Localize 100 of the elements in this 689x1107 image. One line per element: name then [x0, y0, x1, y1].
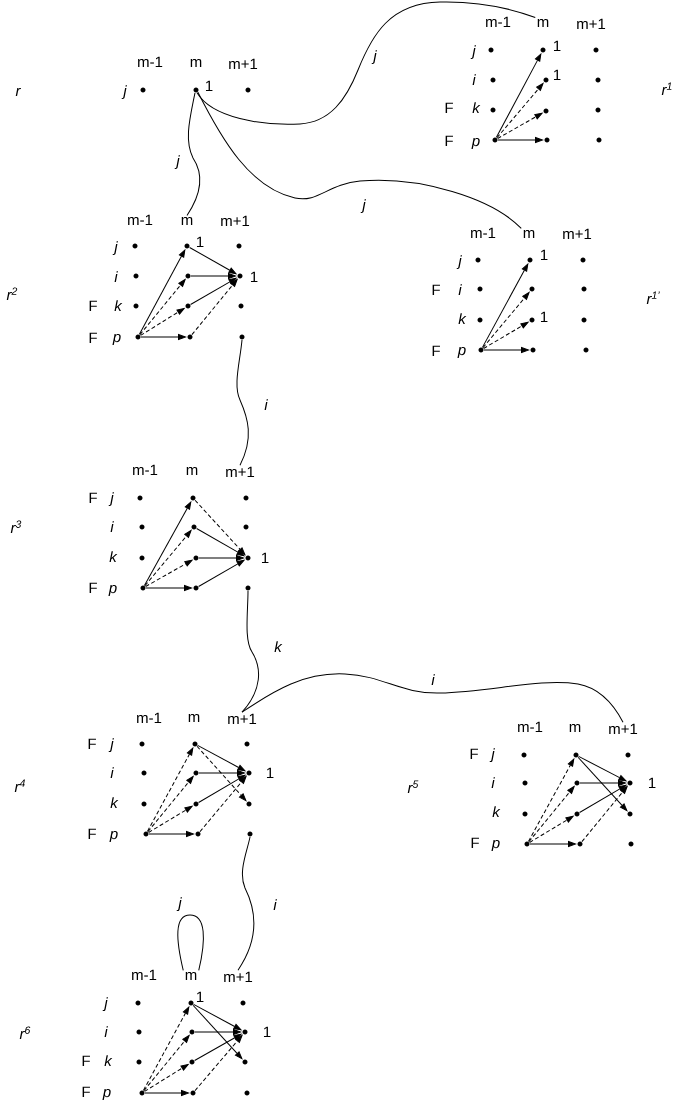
arrow — [578, 755, 627, 782]
row-label: j — [108, 738, 114, 753]
row-label: i — [458, 284, 462, 295]
flag-label: F — [470, 748, 478, 759]
curved-line — [241, 673, 624, 723]
column-header: m — [186, 466, 198, 475]
column-header: m-1 — [132, 969, 157, 980]
column-header: m+1 — [229, 58, 258, 69]
flag-label: F — [89, 300, 97, 311]
edge-label: j — [176, 896, 183, 913]
flag-label: F — [89, 492, 97, 503]
dashed-arrow — [145, 559, 193, 588]
dashed-arrow — [529, 815, 574, 843]
row-label: k — [458, 313, 467, 324]
edge-label: i — [272, 898, 278, 911]
row-label: j — [102, 997, 108, 1012]
row-label: j — [470, 45, 476, 60]
arrow — [196, 528, 245, 557]
curved-line — [236, 339, 249, 466]
row-label: j — [112, 241, 118, 256]
arrow — [529, 841, 576, 847]
dashed-arrow — [191, 279, 238, 336]
dashed-arrow — [497, 112, 543, 139]
column-header: m+1 — [563, 228, 592, 239]
dashed-arrow — [194, 1035, 243, 1092]
row-label: j — [108, 492, 114, 507]
state-label: r$^{6}$ — [19, 1026, 31, 1039]
row-label: i — [110, 521, 114, 532]
curved-line — [177, 914, 204, 971]
row-label: k — [109, 551, 118, 562]
row-label: p — [112, 333, 121, 346]
number-label: 1 — [554, 69, 561, 80]
dashed-arrow — [140, 307, 185, 336]
row-label: i — [114, 271, 118, 282]
number-label: 1 — [649, 777, 656, 788]
flag-label: F — [432, 345, 440, 356]
column-header: m — [537, 18, 549, 27]
row-label: k — [472, 102, 481, 113]
flag-label: F — [471, 837, 479, 848]
column-header: m — [523, 229, 535, 238]
column-header: m+1 — [228, 713, 257, 724]
edge-label: j — [371, 49, 378, 66]
row-label: p — [108, 584, 117, 597]
dashed-arrow — [581, 786, 628, 843]
arrow — [194, 1029, 241, 1035]
column-header: m-1 — [486, 16, 511, 27]
arrow — [189, 247, 237, 275]
curved-line — [186, 92, 201, 216]
column-header: m — [188, 713, 200, 722]
row-label: p — [491, 839, 500, 852]
column-header: m+1 — [221, 215, 250, 226]
arrow — [145, 585, 192, 591]
number-label: 1 — [541, 249, 548, 260]
arrow — [138, 249, 186, 335]
arrow — [193, 1003, 242, 1031]
dashed-arrow — [527, 758, 575, 842]
column-header: m-1 — [128, 214, 153, 225]
number-label: 1 — [197, 236, 204, 247]
arrow — [198, 555, 244, 561]
arrow — [579, 784, 627, 813]
row-label: p — [102, 1088, 111, 1101]
arrow — [140, 334, 186, 340]
arrow — [198, 559, 245, 587]
dashed-arrow — [496, 83, 544, 139]
arrow — [143, 501, 192, 586]
arrow — [197, 744, 246, 772]
column-header: m-1 — [471, 227, 496, 238]
edge-label: j — [360, 198, 367, 215]
arrow — [192, 1004, 243, 1060]
flag-label: F — [82, 1055, 90, 1066]
arrow — [194, 1033, 242, 1062]
state-label: r$^{3}$ — [10, 520, 22, 533]
row-label: p — [457, 346, 466, 359]
arrow — [483, 347, 529, 353]
dashed-arrow — [144, 530, 192, 587]
state-label: r — [15, 87, 21, 96]
dashed-arrow — [199, 776, 247, 833]
arrow — [497, 137, 543, 143]
column-header: m-1 — [138, 56, 163, 67]
dashed-arrow — [482, 292, 530, 349]
column-header: m — [185, 971, 197, 980]
curved-line — [197, 91, 522, 229]
dashed-arrow — [144, 1063, 189, 1092]
row-label: k — [110, 797, 119, 808]
row-label: p — [109, 830, 118, 843]
column-header: m — [190, 58, 202, 67]
row-label: k — [492, 806, 501, 817]
column-header: m-1 — [137, 712, 162, 723]
number-label: 1 — [205, 80, 213, 91]
flag-label: F — [82, 1086, 90, 1097]
column-header: m+1 — [226, 466, 255, 477]
arrow — [190, 273, 236, 279]
column-header: m+1 — [224, 971, 253, 982]
row-label: i — [104, 1026, 108, 1037]
flag-label: F — [432, 284, 440, 295]
edge-label: i — [430, 673, 436, 686]
dashed-arrow — [148, 805, 193, 833]
column-header: m+1 — [577, 18, 606, 29]
curved-line — [196, 1, 536, 125]
dashed-arrow — [196, 745, 247, 802]
